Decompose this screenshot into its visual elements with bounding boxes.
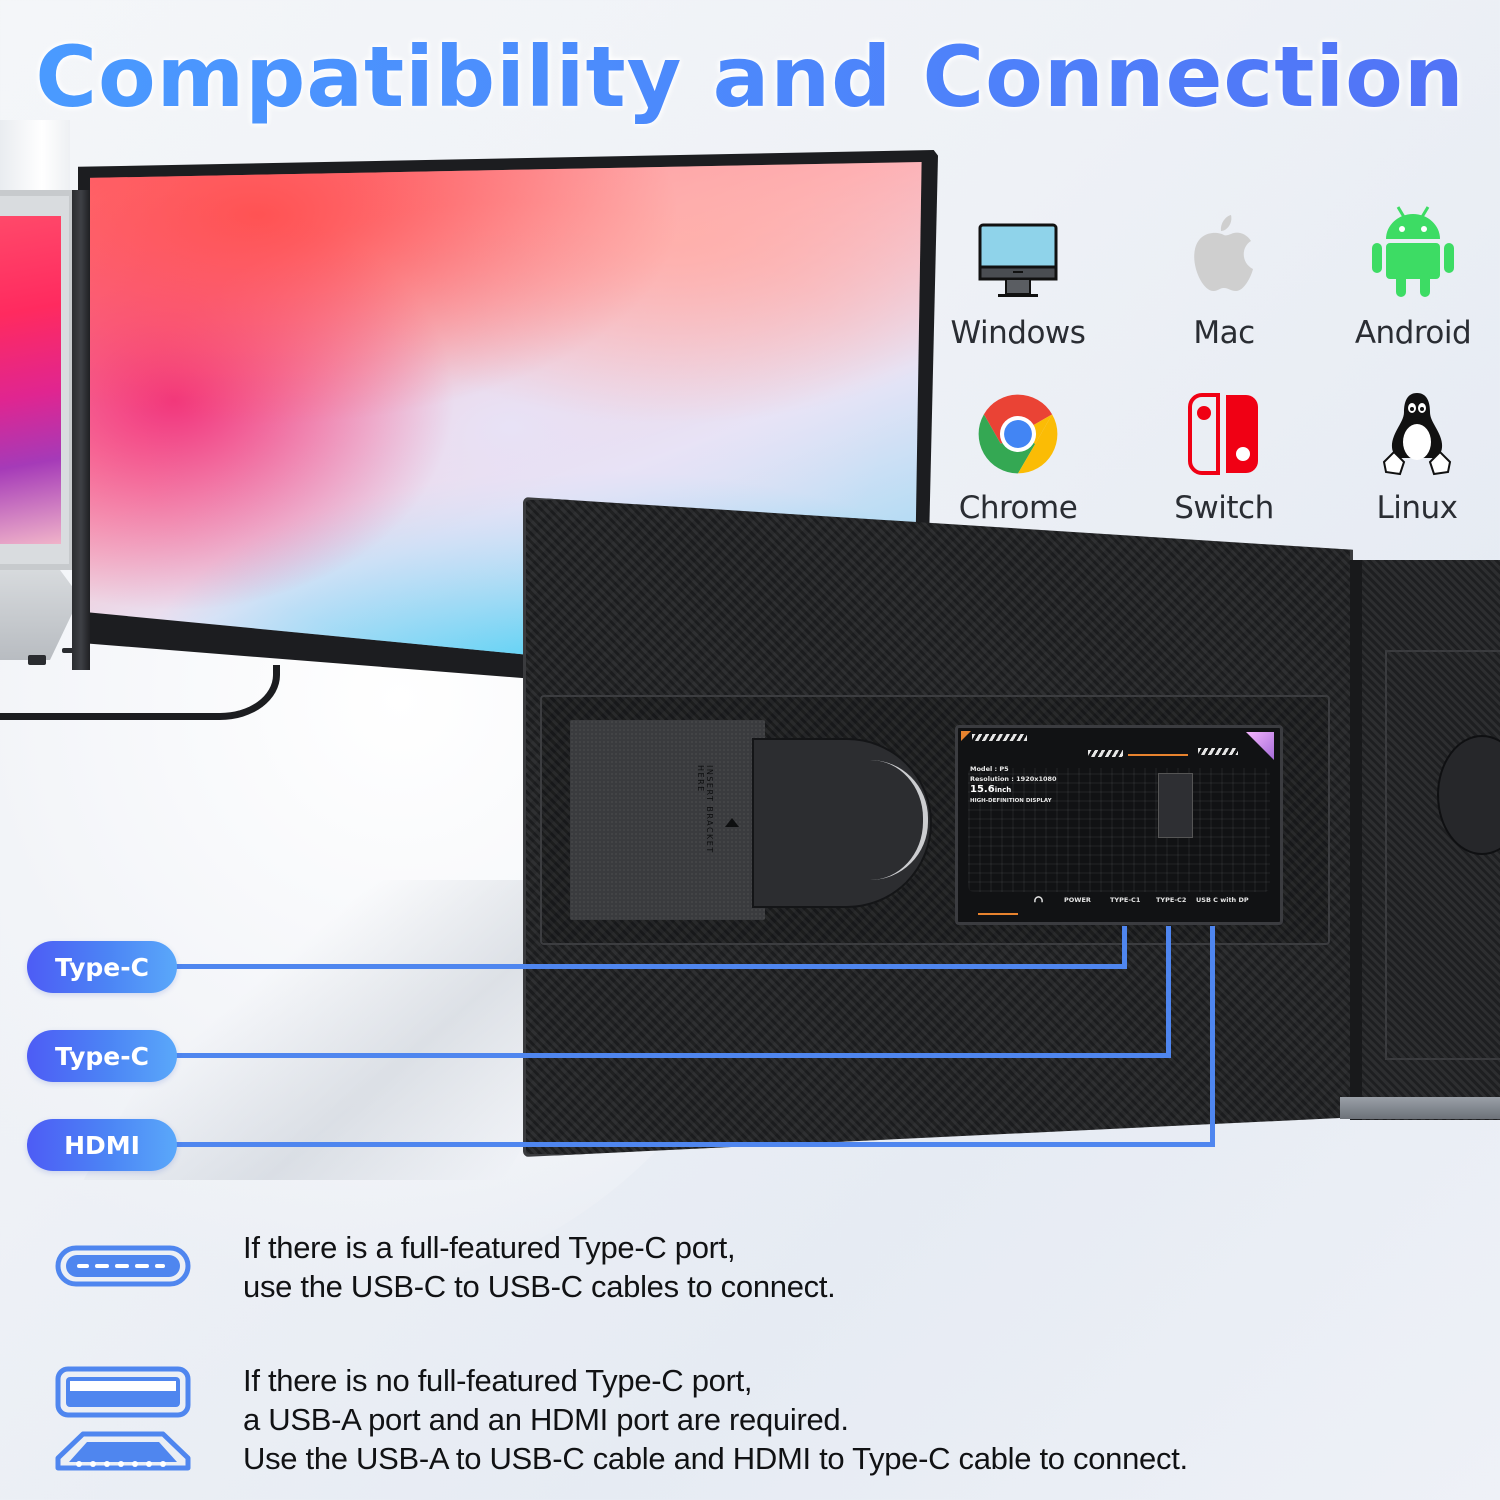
orange-accent-line <box>1128 754 1188 756</box>
bracket-arrow-icon <box>725 818 739 827</box>
android-icon <box>1372 203 1454 303</box>
laptop-usb-port <box>28 655 46 665</box>
compat-item-switch: Switch <box>1124 390 1324 540</box>
page-title: Compatibility and Connection <box>0 28 1500 126</box>
hatch-decoration <box>1088 750 1123 757</box>
note-line: If there is a full-featured Type-C port, <box>243 1230 736 1265</box>
connector-line-typec1 <box>176 964 1127 969</box>
screen-size: 15.6inch <box>970 784 1011 795</box>
hatch-decoration <box>972 734 1027 741</box>
compat-item-mac: Mac <box>1124 215 1324 365</box>
note-line: a USB-A port and an HDMI port are requir… <box>243 1402 849 1437</box>
note-line: use the USB-C to USB-C cables to connect… <box>243 1269 836 1304</box>
laptop-screen <box>0 190 75 570</box>
bracket-ring-light <box>870 760 928 880</box>
laptop-edge <box>1340 1097 1500 1119</box>
port-type-c2-label: TYPE-C2 <box>1156 896 1187 904</box>
model-text: Model : P5 <box>970 765 1009 773</box>
connector-line-typec2 <box>1166 926 1171 1058</box>
hdmi-port-icon <box>55 1430 191 1476</box>
compat-item-android: Android <box>1313 206 1500 365</box>
compat-label: Linux <box>1376 490 1458 526</box>
port-power-label: POWER <box>1064 896 1091 904</box>
compat-label: Windows <box>950 315 1086 351</box>
apple-icon <box>1189 209 1259 299</box>
usb-cable <box>0 665 280 720</box>
port-badge-hdmi: HDMI <box>27 1119 177 1171</box>
laptop-usbc-port <box>62 648 74 653</box>
port-labels: POWER TYPE-C1 TYPE-C2 USB C with DP <box>958 896 1280 910</box>
compat-label: Switch <box>1174 490 1274 526</box>
note-full-featured-typec: If there is a full-featured Type-C port,… <box>243 1228 836 1306</box>
compat-label: Android <box>1354 315 1472 351</box>
monitor-hinge <box>72 190 90 670</box>
chrome-icon <box>977 393 1059 479</box>
compat-label: Chrome <box>958 490 1078 526</box>
orange-accent-line <box>978 913 1018 915</box>
note-line: If there is no full-featured Type-C port… <box>243 1363 753 1398</box>
connector-line-typec1 <box>1122 926 1127 969</box>
bracket-label: INSERT BRACKET HERE <box>696 765 714 854</box>
note-no-full-featured-typec: If there is no full-featured Type-C port… <box>243 1361 1188 1478</box>
port-badge-type-c: Type-C <box>27 1030 177 1082</box>
compat-item-windows: Windows <box>918 215 1118 365</box>
size-value: 15.6 <box>970 784 995 795</box>
size-unit: inch <box>994 786 1012 794</box>
connector-line-typec2 <box>176 1053 1171 1058</box>
circuit-chip <box>1158 773 1193 838</box>
second-monitor-ridge <box>1385 650 1500 1060</box>
note-line: Use the USB-A to USB-C cable and HDMI to… <box>243 1441 1188 1476</box>
hatch-decoration <box>1198 748 1238 755</box>
display-subtitle: HIGH-DEFINITION DISPLAY <box>970 798 1052 804</box>
connector-line-hdmi <box>176 1142 1215 1147</box>
usb-c-port-icon <box>55 1245 191 1291</box>
second-monitor-knob <box>1437 735 1500 855</box>
usb-a-port-icon <box>55 1366 191 1422</box>
port-badge-type-c: Type-C <box>27 941 177 993</box>
tux-penguin-icon <box>1380 390 1454 484</box>
corner-accent-icon <box>961 731 971 741</box>
led-indicator <box>1246 732 1274 760</box>
port-usbc-dp-label: USB C with DP <box>1196 896 1249 904</box>
nintendo-switch-icon <box>1188 393 1260 479</box>
headphone-icon <box>1034 896 1043 907</box>
connector-line-hdmi <box>1210 926 1215 1147</box>
compat-label: Mac <box>1193 315 1255 351</box>
compat-item-linux: Linux <box>1317 390 1500 540</box>
resolution-text: Resolution : 1920x1080 <box>970 775 1057 783</box>
spec-label-plate: Model : P5 Resolution : 1920x1080 15.6in… <box>955 725 1283 925</box>
monitor-icon <box>978 223 1058 303</box>
compat-item-chrome: Chrome <box>918 390 1118 540</box>
port-type-c1-label: TYPE-C1 <box>1110 896 1141 904</box>
